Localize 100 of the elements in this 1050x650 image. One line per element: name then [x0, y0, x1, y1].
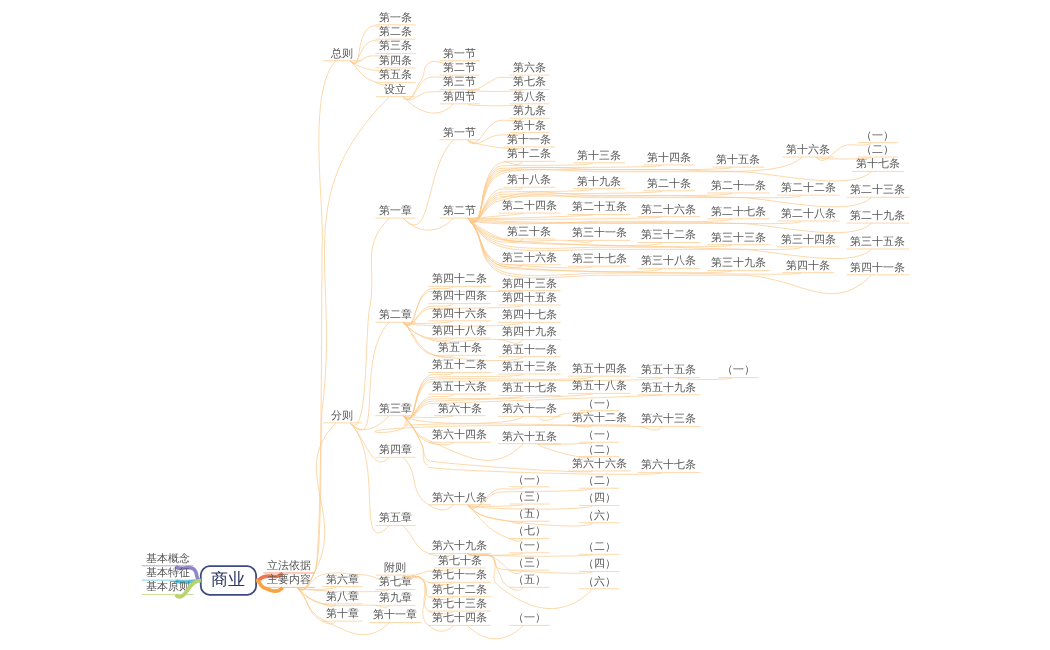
connector	[296, 587, 336, 625]
node-text: 第四十四条	[431, 289, 487, 302]
node-text: 第六十四条	[431, 428, 487, 441]
connector	[349, 422, 389, 534]
node-text: 第十三条	[576, 148, 621, 161]
connector	[466, 157, 802, 223]
node-text: 第二十六条	[640, 202, 696, 215]
node-text: （二）	[860, 142, 894, 155]
node-text: 第十一条	[506, 132, 551, 145]
node-text: 第四十二条	[431, 272, 487, 285]
connector	[402, 377, 663, 420]
node-text: 第二十三条	[849, 183, 905, 196]
node-text: 第九章	[378, 591, 412, 604]
node-text: （一）	[721, 363, 755, 376]
node-text: 第四十九条	[501, 325, 557, 338]
node-text: 基本特征	[145, 566, 190, 579]
connector	[402, 415, 593, 473]
connector	[466, 504, 593, 527]
node-text: 第三十五条	[849, 234, 905, 247]
node-text: （一）	[582, 428, 616, 441]
node-text: 第六十三条	[640, 412, 696, 425]
node-text: 第四章	[378, 443, 412, 456]
node-text: 第二十七条	[710, 204, 766, 217]
connector	[402, 322, 523, 361]
node-text: 第六十一条	[501, 402, 557, 415]
node-text: 第五十八条	[571, 379, 627, 392]
node-text: 第二十二条	[780, 181, 836, 193]
node-text: 第三节	[442, 75, 476, 88]
node-text: 第五十条	[437, 341, 482, 354]
node-text: 第六十九条	[431, 539, 487, 552]
node-text: 第七十四条	[431, 611, 487, 624]
node-text: 第三十三条	[710, 230, 766, 243]
connector	[296, 587, 389, 593]
connector	[402, 372, 454, 420]
node-text: （六）	[582, 574, 616, 587]
node-text: （五）	[512, 573, 546, 586]
node-text: 第五章	[378, 511, 412, 524]
node-text: （三）	[512, 556, 546, 569]
connector	[466, 218, 802, 276]
connector	[373, 415, 663, 433]
connector	[466, 218, 872, 295]
node-text: 第五条	[378, 68, 412, 81]
connector	[402, 373, 523, 420]
node-text: （三）	[512, 489, 546, 502]
connector	[349, 60, 389, 71]
node-text: 第六十七条	[640, 458, 696, 471]
node-text: 第四条	[378, 53, 412, 66]
connector	[402, 415, 593, 428]
connector	[402, 415, 663, 475]
node-text: 第一条	[378, 10, 412, 23]
node-text: 第二十一条	[710, 178, 766, 191]
node-text: 第四十条	[785, 258, 830, 271]
connector	[296, 587, 389, 608]
node-text: 第三十四条	[780, 232, 836, 245]
node-text: （一）	[860, 128, 894, 141]
connector	[466, 191, 802, 222]
node-text: 第六条	[512, 61, 546, 74]
node-text: 第十六条	[785, 142, 830, 155]
connector	[466, 218, 732, 274]
node-text: 第三十九条	[710, 256, 766, 269]
node-text: 第六十六条	[571, 456, 627, 469]
node-text: 第十九条	[576, 174, 621, 187]
node-text: 第五十九条	[640, 380, 696, 393]
connector	[536, 442, 593, 445]
node-text: 第七条	[512, 75, 546, 88]
connector	[466, 504, 593, 510]
node-text: 第二十四条	[501, 198, 557, 211]
connector	[466, 504, 523, 542]
node-text: 第十七条	[855, 157, 900, 170]
node-text: 第二十五条	[571, 200, 627, 213]
node-text: 第二章	[378, 308, 412, 321]
connector	[675, 377, 732, 380]
node-box: 商业	[199, 565, 257, 596]
node-text: 分则	[330, 408, 353, 421]
connector	[402, 575, 454, 632]
connector	[466, 218, 872, 234]
connector	[466, 194, 872, 222]
connector	[466, 218, 802, 225]
node-text: 第二条	[378, 25, 412, 38]
node-text: （二）	[582, 442, 616, 455]
connector	[402, 415, 523, 424]
connector	[466, 89, 523, 92]
connector	[349, 415, 389, 430]
node-text: 第七十条	[437, 553, 482, 566]
connector	[402, 290, 523, 326]
connector	[402, 393, 593, 419]
node-text: 第十四条	[646, 150, 691, 163]
node-text: 第十五条	[716, 152, 761, 165]
connector	[402, 525, 454, 557]
connector	[402, 457, 454, 511]
node-text: 第一节	[442, 125, 476, 138]
connector	[402, 394, 454, 419]
node-text: （四）	[582, 491, 616, 504]
node-text: 第三条	[378, 39, 412, 52]
node-text: 附则	[383, 561, 406, 574]
node-text: 第五十五条	[640, 363, 696, 376]
connector	[402, 394, 663, 419]
node-text: 第二十条	[646, 176, 691, 189]
connector	[402, 218, 454, 231]
node-text: （二）	[582, 474, 616, 487]
